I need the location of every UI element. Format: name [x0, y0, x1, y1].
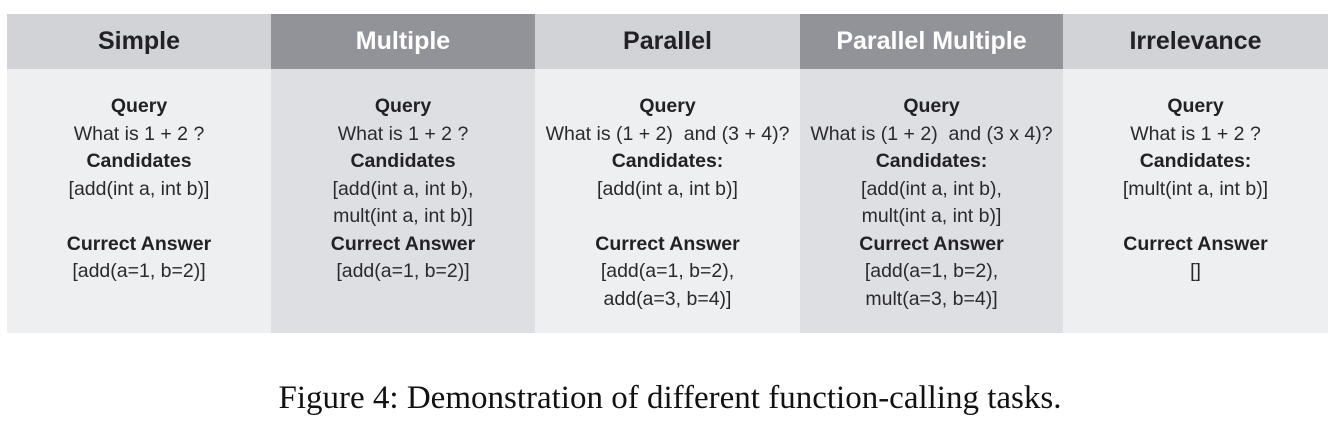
answer-line: add(a=3, b=4)]	[603, 287, 732, 310]
answer-label: Currect Answer	[859, 232, 1004, 255]
column-header: Irrelevance	[1063, 14, 1328, 69]
query-text: What is 1 + 2 ?	[337, 122, 469, 145]
answer-label: Currect Answer	[66, 232, 212, 255]
query-text: What is (1 + 2) and (3 + 4)?	[545, 122, 790, 145]
answer-line: [add(a=1, b=2)]	[336, 260, 470, 282]
column-body: Query What is 1 + 2 ? Candidates [add(in…	[7, 69, 271, 333]
candidate-line: [add(int a, int b)]	[68, 177, 210, 200]
figure-caption: Figure 4: Demonstration of different fun…	[278, 380, 1062, 416]
answer-label: Currect Answer	[1123, 232, 1268, 255]
candidates-label: Candidates	[350, 150, 456, 172]
candidates-label: Candidates	[86, 150, 192, 172]
column-body: Query What is (1 + 2) and (3 + 4)? Candi…	[535, 69, 800, 333]
column-multiple: Multiple Query What is 1 + 2 ? Candidate…	[271, 14, 535, 333]
column-header: Multiple	[271, 14, 535, 69]
candidates-label: Candidates:	[875, 150, 988, 172]
candidate-line: [add(int a, int b)]	[597, 177, 738, 200]
query-label: Query	[1167, 95, 1224, 117]
query-label: Query	[639, 95, 696, 117]
answer-label: Currect Answer	[595, 232, 740, 255]
candidate-line: mult(int a, int b)]	[333, 205, 473, 227]
column-body: Query What is (1 + 2) and (3 x 4)? Candi…	[800, 69, 1063, 333]
query-label: Query	[110, 95, 168, 117]
query-label: Query	[374, 95, 432, 117]
function-calling-task-table: Simple Query What is 1 + 2 ? Candidates …	[7, 14, 1328, 333]
answer-line: mult(a=3, b=4)]	[865, 287, 998, 310]
query-label: Query	[903, 95, 960, 117]
query-text: What is (1 + 2) and (3 x 4)?	[810, 122, 1053, 145]
candidates-label: Candidates:	[1139, 150, 1252, 172]
column-simple: Simple Query What is 1 + 2 ? Candidates …	[7, 14, 271, 333]
query-text: What is 1 + 2 ?	[73, 122, 205, 145]
column-body: Query What is 1 + 2 ? Candidates [add(in…	[271, 69, 535, 333]
answer-line: []	[1190, 260, 1201, 282]
column-parallel: Parallel Query What is (1 + 2) and (3 + …	[535, 14, 800, 333]
answer-line: [add(a=1, b=2),	[864, 260, 999, 282]
answer-line: [add(a=1, b=2),	[600, 260, 735, 282]
answer-label: Currect Answer	[330, 232, 476, 255]
candidate-line: mult(int a, int b)]	[861, 205, 1002, 227]
candidate-line: [add(int a, int b),	[332, 177, 474, 200]
column-body: Query What is 1 + 2 ? Candidates: [mult(…	[1063, 69, 1328, 333]
column-header: Parallel Multiple	[800, 14, 1063, 69]
candidates-label: Candidates:	[611, 150, 724, 172]
column-header: Parallel	[535, 14, 800, 69]
column-irrelevance: Irrelevance Query What is 1 + 2 ? Candid…	[1063, 14, 1328, 333]
column-parallel-multiple: Parallel Multiple Query What is (1 + 2) …	[800, 14, 1063, 333]
candidate-line: [add(int a, int b),	[861, 177, 1002, 200]
column-header: Simple	[7, 14, 271, 69]
answer-line: [add(a=1, b=2)]	[72, 260, 206, 282]
query-text: What is 1 + 2 ?	[1130, 122, 1261, 145]
candidate-line: [mult(int a, int b)]	[1122, 177, 1269, 200]
